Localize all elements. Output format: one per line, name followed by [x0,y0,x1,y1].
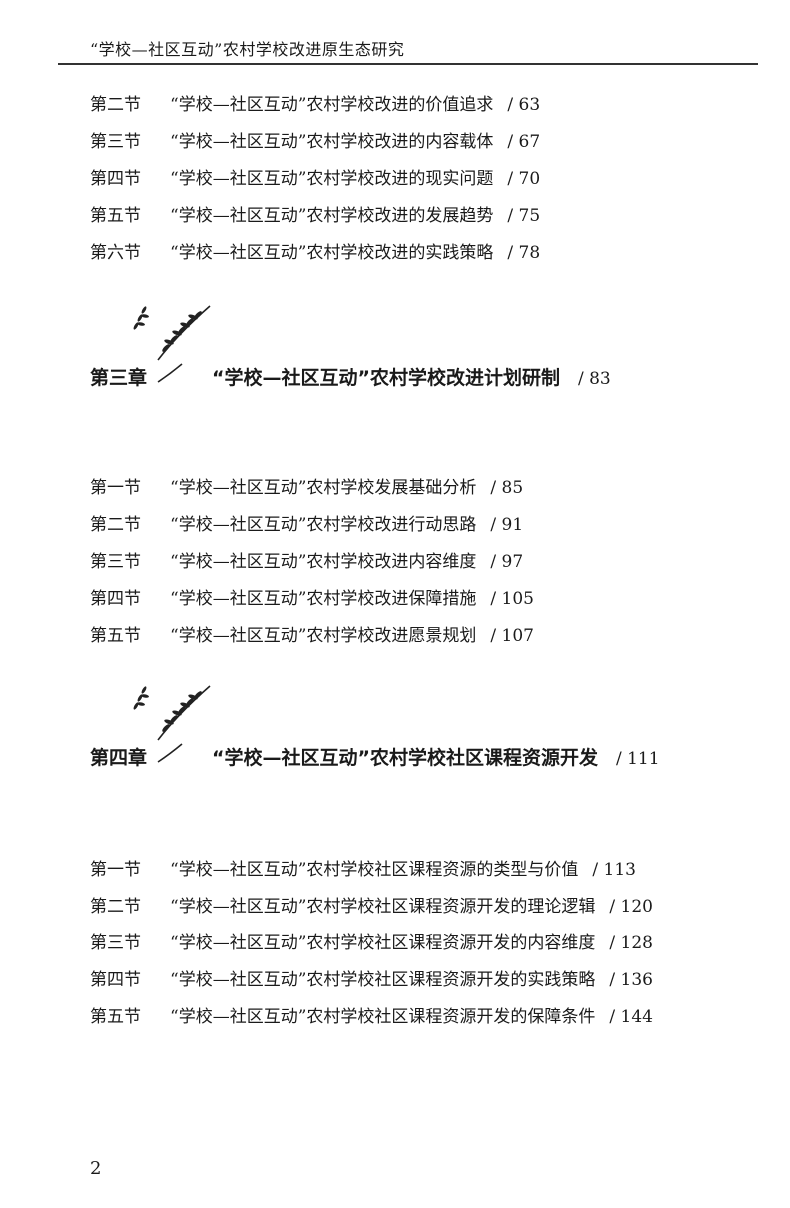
section-title: “学校—社区互动”农村学校改进内容维度 [170,552,477,572]
chapter-title: “学校—社区互动”农村学校社区课程资源开发 [212,747,598,769]
page-ref: / 63 [507,95,541,115]
page-ref: / 70 [507,169,541,189]
section-label: 第五节 [90,626,141,646]
section-label: 第一节 [90,860,141,880]
chapter-title: “学校—社区互动”农村学校改进计划研制 [212,367,560,389]
toc-section-entry[interactable]: 第四节 “学校—社区互动”农村学校社区课程资源开发的实践策略 / 136 [90,969,653,991]
toc-chapter-entry[interactable]: 第四章 “学校—社区互动”农村学校社区课程资源开发 / 111 [90,746,660,771]
section-title: “学校—社区互动”农村学校社区课程资源开发的内容维度 [170,933,596,953]
chapter-label: 第三章 [90,367,148,389]
page-ref: / 136 [609,970,653,990]
section-title: “学校—社区互动”农村学校改进保障措施 [170,589,477,609]
section-label: 第三节 [90,552,141,572]
section-title: “学校—社区互动”农村学校改进的价值追求 [170,95,494,115]
wheat-stem-icon [157,363,183,383]
wheat-stem-icon [157,743,183,763]
section-label: 第三节 [90,933,141,953]
section-label: 第四节 [90,970,141,990]
chapter-label: 第四章 [90,747,148,769]
section-title: “学校—社区互动”农村学校发展基础分析 [170,478,477,498]
page-ref: / 128 [609,933,653,953]
section-title: “学校—社区互动”农村学校社区课程资源开发的实践策略 [170,970,596,990]
toc-section-entry[interactable]: 第三节 “学校—社区互动”农村学校社区课程资源开发的内容维度 / 128 [90,932,653,954]
page-ref: / 75 [507,206,541,226]
toc-section-entry[interactable]: 第四节 “学校—社区互动”农村学校改进的现实问题 / 70 [90,168,540,190]
page-ref: / 91 [490,515,524,535]
page-number: 2 [90,1158,102,1179]
section-label: 第二节 [90,897,141,917]
toc-section-entry[interactable]: 第一节 “学校—社区互动”农村学校社区课程资源的类型与价值 / 113 [90,859,636,881]
toc-section-entry[interactable]: 第五节 “学校—社区互动”农村学校改进的发展趋势 / 75 [90,205,540,227]
page-ref: / 120 [609,897,653,917]
section-label: 第一节 [90,478,141,498]
section-title: “学校—社区互动”农村学校社区课程资源开发的理论逻辑 [170,897,596,917]
section-title: “学校—社区互动”农村学校改进的内容载体 [170,132,494,152]
toc-section-entry[interactable]: 第一节 “学校—社区互动”农村学校发展基础分析 / 85 [90,477,523,499]
section-title: “学校—社区互动”农村学校社区课程资源的类型与价值 [170,860,579,880]
section-label: 第五节 [90,206,141,226]
toc-section-entry[interactable]: 第三节 “学校—社区互动”农村学校改进的内容载体 / 67 [90,131,540,153]
toc-section-entry[interactable]: 第六节 “学校—社区互动”农村学校改进的实践策略 / 78 [90,242,540,264]
page-ref: / 113 [592,860,636,880]
page-ref: / 105 [490,589,534,609]
page-ref: / 97 [490,552,524,572]
section-title: “学校—社区互动”农村学校改进愿景规划 [170,626,477,646]
section-label: 第四节 [90,589,141,609]
section-title: “学校—社区互动”农村学校社区课程资源开发的保障条件 [170,1007,596,1027]
toc-section-entry[interactable]: 第二节 “学校—社区互动”农村学校改进的价值追求 / 63 [90,94,540,116]
toc-section-entry[interactable]: 第四节 “学校—社区互动”农村学校改进保障措施 / 105 [90,588,534,610]
header-rule [58,63,758,65]
section-label: 第五节 [90,1007,141,1027]
toc-section-entry[interactable]: 第五节 “学校—社区互动”农村学校社区课程资源开发的保障条件 / 144 [90,1006,653,1028]
page-ref: / 107 [490,626,534,646]
page-ref: / 78 [507,243,541,263]
wheat-ornament-icon [133,305,211,361]
toc-section-entry[interactable]: 第五节 “学校—社区互动”农村学校改进愿景规划 / 107 [90,625,534,647]
page-ref: / 111 [615,749,660,769]
section-label: 第四节 [90,169,141,189]
wheat-ornament-icon [133,685,211,741]
section-title: “学校—社区互动”农村学校改进的现实问题 [170,169,494,189]
toc-section-entry[interactable]: 第二节 “学校—社区互动”农村学校社区课程资源开发的理论逻辑 / 120 [90,896,653,918]
running-head: “学校—社区互动”农村学校改进原生态研究 [90,40,405,59]
toc-section-entry[interactable]: 第三节 “学校—社区互动”农村学校改进内容维度 / 97 [90,551,523,573]
section-label: 第二节 [90,95,141,115]
toc-section-entry[interactable]: 第二节 “学校—社区互动”农村学校改进行动思路 / 91 [90,514,523,536]
section-label: 第三节 [90,132,141,152]
section-title: “学校—社区互动”农村学校改进的发展趋势 [170,206,494,226]
section-title: “学校—社区互动”农村学校改进行动思路 [170,515,477,535]
page-ref: / 67 [507,132,541,152]
page-ref: / 83 [577,369,611,389]
page-ref: / 144 [609,1007,653,1027]
section-title: “学校—社区互动”农村学校改进的实践策略 [170,243,494,263]
toc-chapter-entry[interactable]: 第三章 “学校—社区互动”农村学校改进计划研制 / 83 [90,366,611,391]
page-ref: / 85 [490,478,524,498]
section-label: 第六节 [90,243,141,263]
section-label: 第二节 [90,515,141,535]
